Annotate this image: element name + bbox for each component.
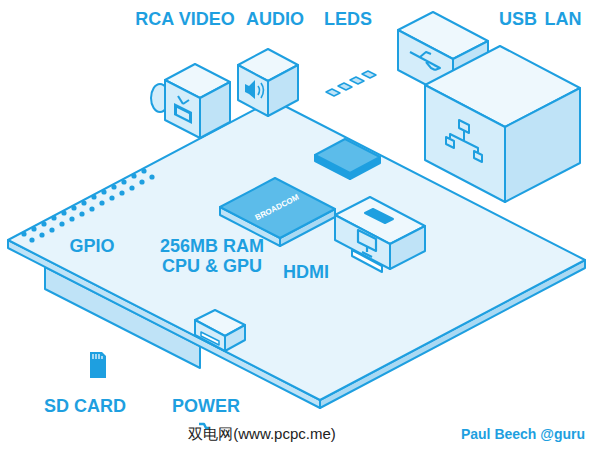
part-label: SD CARD: [44, 396, 126, 416]
port-label: USB: [499, 9, 537, 29]
port-label: RCA VIDEO: [135, 9, 234, 29]
part-label: 256MB RAM CPU & GPU: [150, 236, 274, 276]
watermark: 双电网(www.pcpc.me): [188, 425, 336, 443]
part-label: GPIO: [69, 236, 114, 256]
port-label: LEDS: [324, 9, 372, 29]
port-label: LAN: [545, 9, 582, 29]
port-label: AUDIO: [246, 9, 304, 29]
part-label: POWER: [172, 396, 240, 416]
part-label: HDMI: [283, 262, 329, 282]
credit-text: Paul Beech @guru: [461, 426, 585, 443]
